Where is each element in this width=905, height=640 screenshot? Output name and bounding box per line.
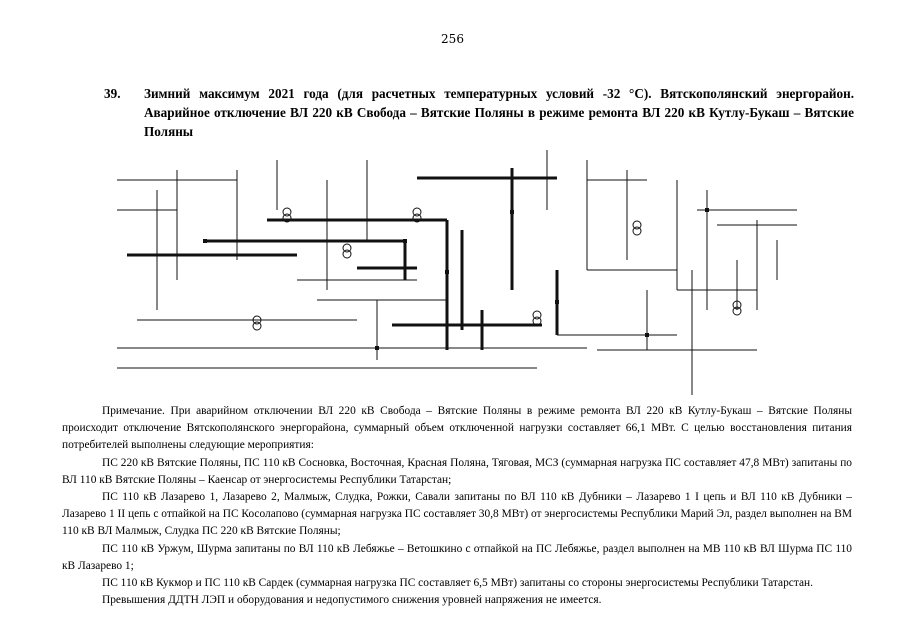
section-number: 39. xyxy=(104,86,121,101)
note-paragraph: ПС 110 кВ Лазарево 1, Лазарево 2, Малмыж… xyxy=(62,491,852,538)
note-paragraph: Превышения ДДТН ЛЭП и оборудования и нед… xyxy=(102,594,602,607)
grid-schematic xyxy=(117,150,803,396)
section-title: Зимний максимум 2021 года (для расчетных… xyxy=(144,86,854,139)
note-paragraph: ПС 110 кВ Уржум, Шурма запитаны по ВЛ 11… xyxy=(62,542,852,572)
note-paragraph: Примечание. При аварийном отключении ВЛ … xyxy=(62,405,852,452)
section-heading: 39. Зимний максимум 2021 года (для расче… xyxy=(104,84,854,141)
page-number: 256 xyxy=(441,32,464,46)
notes-block: Примечание. При аварийном отключении ВЛ … xyxy=(62,403,852,609)
note-paragraph: ПС 220 кВ Вятские Поляны, ПС 110 кВ Сосн… xyxy=(62,456,852,486)
note-paragraph: ПС 110 кВ Кукмор и ПС 110 кВ Сардек (сум… xyxy=(102,577,813,590)
grid-schematic-drawing xyxy=(117,150,797,395)
